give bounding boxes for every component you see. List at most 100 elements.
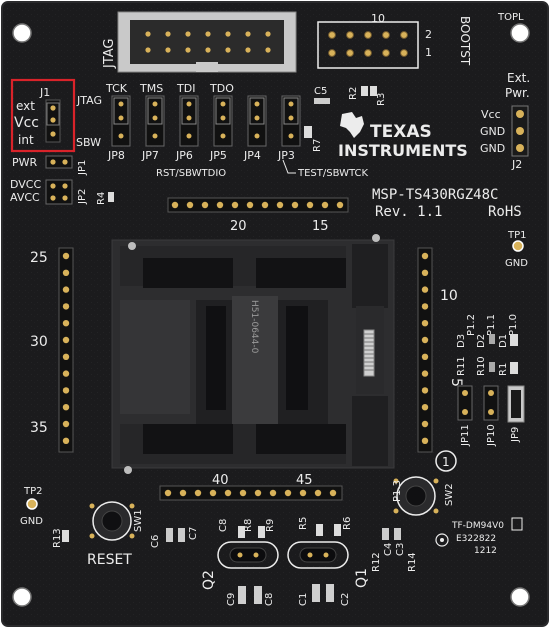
jtag-connector [117, 11, 297, 73]
bootst-pin [382, 31, 390, 39]
ext-pwr-label-1: Ext. [507, 71, 530, 85]
header-top-pin [291, 201, 299, 209]
tms-label: TMS [139, 82, 163, 95]
topl-label: TOPL [497, 12, 524, 23]
jtag-jumper-row [111, 95, 301, 147]
header-top-pin [246, 201, 254, 209]
rohs-label: RoHS [488, 204, 522, 220]
pwr-label: PWR [12, 156, 38, 169]
header-right-pin [421, 370, 429, 377]
tp2-label: TP2 [23, 486, 43, 497]
header-right-pin [421, 437, 429, 444]
q2-crystal [217, 541, 279, 569]
jtag-pin [205, 31, 211, 37]
logo-instruments: INSTRUMENTS [338, 141, 468, 160]
header-bottom-pin [179, 489, 187, 497]
header-10-label: 10 [371, 12, 385, 25]
jp10-label: JP10 [486, 424, 497, 447]
r2-resistor [361, 86, 368, 96]
header-bottom-pin [224, 489, 232, 497]
header-left-pin [62, 336, 70, 344]
jtag-pin [205, 47, 211, 53]
c1-capacitor [312, 584, 320, 602]
header-1-label: 1 [425, 46, 432, 59]
header-left-pin [62, 437, 70, 444]
j1-label: J1 [39, 86, 50, 99]
jtag-pin [265, 31, 271, 37]
jumper-pin [220, 115, 226, 121]
jtag-pin [185, 47, 191, 53]
rev-label: Rev. 1.1 [375, 204, 442, 220]
jp1-header [45, 155, 73, 169]
r10-label: R10 [476, 356, 487, 376]
avcc-label: AVCC [10, 191, 40, 204]
jumper-pin [220, 101, 226, 107]
header-bottom-pin [284, 489, 292, 497]
jtag-side-label: JTAG [76, 94, 102, 107]
r7-label: R7 [312, 139, 323, 152]
sw2-button [393, 476, 439, 516]
jp8-label: JP8 [107, 149, 125, 162]
header-top-pin [186, 201, 194, 209]
jumper-pin [152, 101, 158, 107]
jtag-pin [165, 31, 171, 37]
pin-5-label: 5 [448, 378, 464, 387]
jumper-pin [152, 133, 158, 139]
r3-resistor [370, 86, 377, 96]
tp2-pad [26, 498, 38, 510]
header-left-pin [62, 303, 70, 310]
jp2-label: JP2 [77, 189, 88, 205]
ti-logo-icon [340, 112, 364, 138]
c6-label: C6 [150, 535, 161, 548]
c9-label: C9 [226, 593, 237, 606]
bootst-pin [400, 49, 408, 57]
header-right-pin [421, 353, 429, 360]
header-top-pin [171, 201, 179, 209]
header-bottom-pin [299, 489, 307, 497]
zif-socket: H51-0644-0 [111, 234, 395, 474]
sw2-label: SW2 [444, 483, 455, 506]
pin-1-label: 1 [442, 455, 450, 469]
header-left-pin [62, 370, 70, 377]
tck-label: TCK [105, 82, 128, 95]
c6-capacitor [166, 528, 173, 542]
header-top-pin [306, 201, 314, 209]
header-left-pin [62, 387, 70, 394]
header-left-body [58, 247, 74, 453]
c3-label: C3 [395, 543, 406, 556]
r13-resistor [62, 530, 69, 542]
r4-resistor [108, 192, 114, 202]
r1-resistor [510, 362, 518, 374]
jumper-pin [254, 101, 260, 107]
pin-10-label: 10 [440, 288, 458, 304]
header-right-pin [421, 286, 429, 293]
p13-label: P1.3 [392, 480, 403, 502]
dvcc-label: DVCC [10, 178, 41, 191]
pin-1-marker [435, 450, 457, 472]
reset-label: RESET [87, 552, 132, 568]
bootst-pin [382, 49, 390, 57]
c9-capacitor [238, 586, 246, 604]
jtag-pin [265, 47, 271, 53]
d1-led [510, 334, 518, 346]
c5-label: C5 [314, 86, 327, 97]
header-bottom-body [159, 485, 343, 501]
jtag-pin [145, 31, 151, 37]
c7-capacitor [178, 528, 185, 542]
c8-bottom-label: C8 [264, 593, 275, 606]
jumper-cap [249, 97, 265, 125]
header-top-pin [276, 201, 284, 209]
header-right-body [417, 247, 433, 453]
jtag-pin [165, 47, 171, 53]
jumper-cap [215, 97, 231, 125]
c7-label: C7 [188, 527, 199, 540]
bootst-pin [364, 31, 372, 39]
header-top-pin [231, 201, 239, 209]
mounting-hole-top-right [510, 23, 530, 43]
rst-sbwtdio-label: RST/SBWTDIO [156, 168, 226, 179]
jumper-pin [254, 115, 260, 121]
r14-label: R14 [407, 552, 418, 572]
pin-40-label: 40 [212, 473, 229, 488]
header-right-pin [421, 404, 429, 411]
header-2-label: 2 [425, 28, 432, 41]
